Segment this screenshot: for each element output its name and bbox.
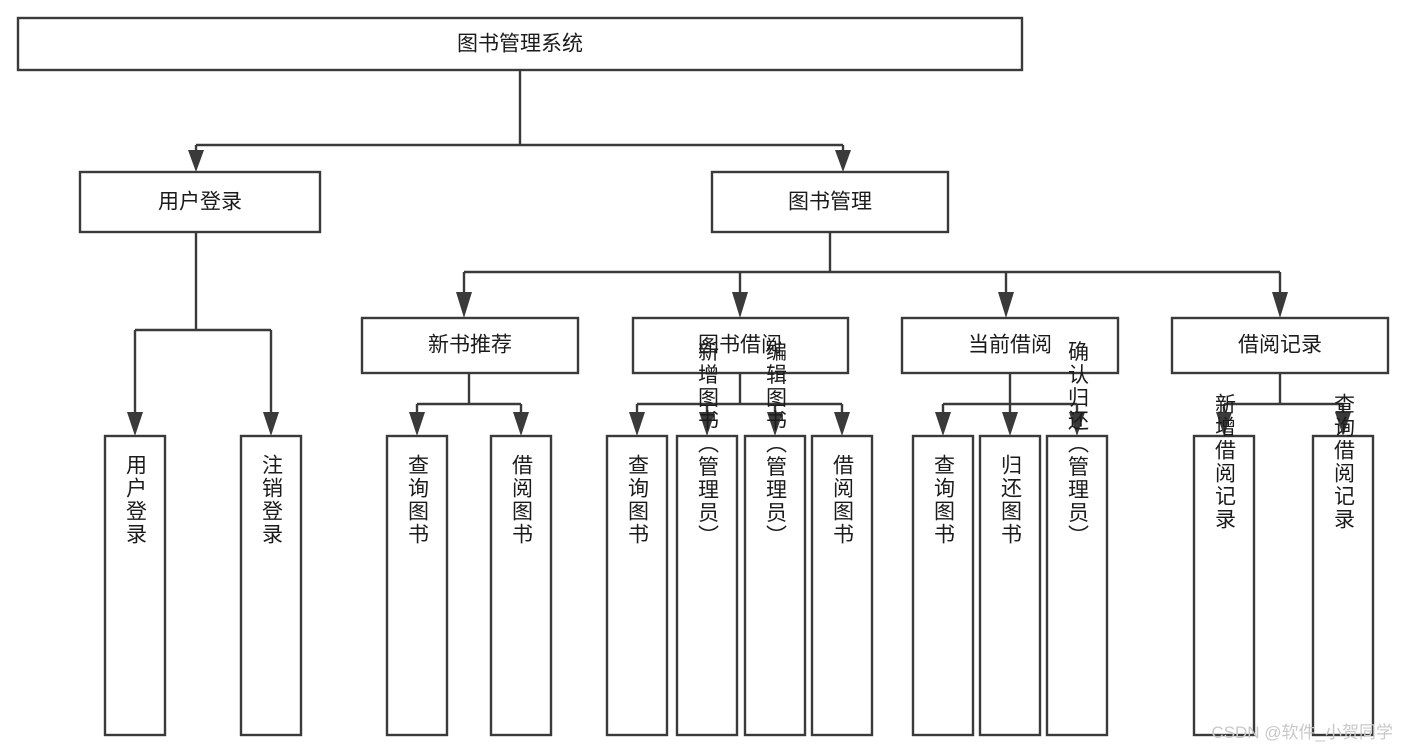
leaf-confirm-return-box[interactable]	[1045, 434, 1109, 737]
arrow-head-leaf-return-book	[1002, 412, 1018, 436]
root-label: 图书管理系统	[457, 33, 583, 56]
leaf-borrow-book-1[interactable]: 借阅图书	[489, 434, 553, 737]
arrow-head-new-book-recommend	[456, 292, 472, 318]
user-login-box[interactable]	[78, 170, 322, 234]
leaf-add-book-label: 新增图书（管理员）	[696, 341, 720, 548]
book-borrow-box[interactable]	[631, 316, 850, 375]
borrow-record-box[interactable]	[1170, 316, 1390, 375]
leaf-query-book-2-label: 查询图书	[626, 454, 650, 546]
node-root[interactable]: 图书管理系统	[16, 16, 1024, 72]
leaf-logout-login-label: 注销登录	[260, 454, 284, 546]
book-management-label: 图书管理	[788, 191, 872, 214]
leaf-query-book-1[interactable]: 查询图书	[385, 434, 449, 737]
arrow-head-leaf-query-book-3	[935, 412, 951, 436]
book-borrow-label: 图书借阅	[698, 334, 782, 357]
arrow-head-leaf-add-book	[699, 412, 715, 436]
arrow-head-leaf-confirm-return	[1069, 412, 1085, 436]
leaf-edit-book-box[interactable]	[743, 434, 807, 737]
arrow-head-leaf-query-book-2	[629, 412, 645, 436]
leaf-return-book-box[interactable]	[978, 434, 1042, 737]
node-user-login[interactable]: 用户登录	[78, 170, 322, 234]
arrow-head-leaf-add-borrow-record	[1216, 412, 1232, 436]
leaf-query-book-1-label: 查询图书	[406, 454, 430, 546]
leaf-add-borrow-record[interactable]: 新增借阅记录	[1192, 393, 1256, 737]
arrow-head-leaf-query-book-1	[409, 412, 425, 436]
root-box[interactable]	[16, 16, 1024, 72]
leaf-query-borrow-record-label: 查询借阅记录	[1332, 393, 1356, 531]
leaf-user-login-label: 用户登录	[124, 454, 148, 546]
node-book-management[interactable]: 图书管理	[710, 170, 950, 234]
leaf-query-book-2-box[interactable]	[605, 434, 669, 737]
leaf-return-book-label: 归还图书	[999, 454, 1023, 546]
leaf-confirm-return[interactable]: 确认归还（管理员）	[1045, 341, 1109, 737]
leaf-add-borrow-record-box[interactable]	[1192, 434, 1256, 737]
leaf-query-borrow-record-box[interactable]	[1311, 434, 1375, 737]
leaf-query-book-1-box[interactable]	[385, 434, 449, 737]
leaf-user-login-box[interactable]	[103, 434, 167, 737]
arrow-head-leaf-borrow-book-1	[513, 412, 529, 436]
arrow-head-leaf-query-borrow-record	[1335, 412, 1351, 436]
leaf-query-book-2[interactable]: 查询图书	[605, 434, 669, 737]
arrow-head-leaf-borrow-book-2	[834, 412, 850, 436]
current-borrow-box[interactable]	[900, 316, 1120, 375]
node-current-borrow[interactable]: 当前借阅	[900, 316, 1120, 375]
arrow-head-book-management	[835, 150, 851, 172]
new-book-recommend-label: 新书推荐	[428, 334, 512, 357]
leaf-return-book[interactable]: 归还图书	[978, 434, 1042, 737]
new-book-recommend-box[interactable]	[360, 316, 580, 375]
user-login-label: 用户登录	[158, 191, 242, 214]
leaf-edit-book[interactable]: 编辑图书（管理员）	[743, 341, 807, 737]
leaf-add-book[interactable]: 新增图书（管理员）	[675, 341, 739, 737]
current-borrow-label: 当前借阅	[968, 334, 1052, 357]
leaf-query-book-3[interactable]: 查询图书	[911, 434, 975, 737]
leaf-confirm-return-label: 确认归还（管理员）	[1066, 341, 1090, 548]
leaf-edit-book-label: 编辑图书（管理员）	[764, 341, 788, 548]
leaf-add-borrow-record-label: 新增借阅记录	[1213, 393, 1237, 531]
leaf-borrow-book-2[interactable]: 借阅图书	[810, 434, 874, 737]
leaf-borrow-book-2-label: 借阅图书	[831, 454, 855, 546]
leaf-query-book-3-box[interactable]	[911, 434, 975, 737]
borrow-record-label: 借阅记录	[1238, 334, 1322, 357]
leaf-borrow-book-1-box[interactable]	[489, 434, 553, 737]
leaf-user-login[interactable]: 用户登录	[103, 434, 167, 737]
node-new-book-recommend[interactable]: 新书推荐	[360, 316, 580, 375]
node-book-borrow[interactable]: 图书借阅	[631, 316, 850, 375]
leaf-borrow-book-2-box[interactable]	[810, 434, 874, 737]
leaf-logout-login[interactable]: 注销登录	[239, 434, 303, 737]
arrow-head-leaf-edit-book	[767, 412, 783, 436]
leaf-add-book-box[interactable]	[675, 434, 739, 737]
book-management-box[interactable]	[710, 170, 950, 234]
arrow-head-leaf-logout-login	[263, 412, 279, 436]
arrow-head-book-borrow	[732, 292, 748, 318]
node-borrow-record[interactable]: 借阅记录	[1170, 316, 1390, 375]
leaf-query-borrow-record[interactable]: 查询借阅记录	[1311, 393, 1375, 737]
connector-layer	[127, 70, 1351, 436]
leaf-borrow-book-1-label: 借阅图书	[510, 454, 534, 546]
leaf-logout-login-box[interactable]	[239, 434, 303, 737]
arrow-head-borrow-record	[1272, 292, 1288, 318]
arrow-head-leaf-user-login	[127, 412, 143, 436]
arrow-head-current-borrow	[998, 292, 1014, 318]
leaf-query-book-3-label: 查询图书	[932, 454, 956, 546]
arrow-head-user-login	[188, 150, 204, 172]
